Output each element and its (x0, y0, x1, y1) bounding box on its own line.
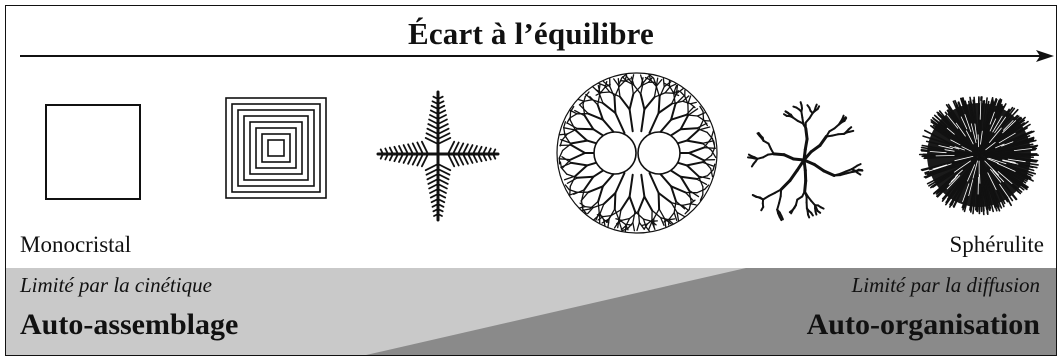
label-monocristal: Monocristal (20, 232, 131, 258)
regime-right-name: Auto-organisation (807, 308, 1040, 342)
square-crystal-icon (44, 103, 144, 203)
spherulite-icon (918, 94, 1040, 216)
regime-left-qualifier: Limité par la cinétique (20, 273, 212, 298)
regime-right-qualifier: Limité par la diffusion (852, 273, 1040, 298)
figure-title: Écart à l’équilibre (6, 16, 1056, 52)
figure-frame: Écart à l’équilibre Monocrist (5, 5, 1057, 356)
concentric-squares-icon (224, 96, 330, 202)
label-spherulite: Sphérulite (949, 232, 1044, 258)
circular-branching-icon (552, 68, 722, 238)
cross-dendrite-icon (374, 86, 502, 226)
regime-left-name: Auto-assemblage (20, 308, 238, 342)
equilibrium-axis-arrow (6, 48, 1056, 64)
fractal-aggregate-icon (742, 94, 870, 226)
